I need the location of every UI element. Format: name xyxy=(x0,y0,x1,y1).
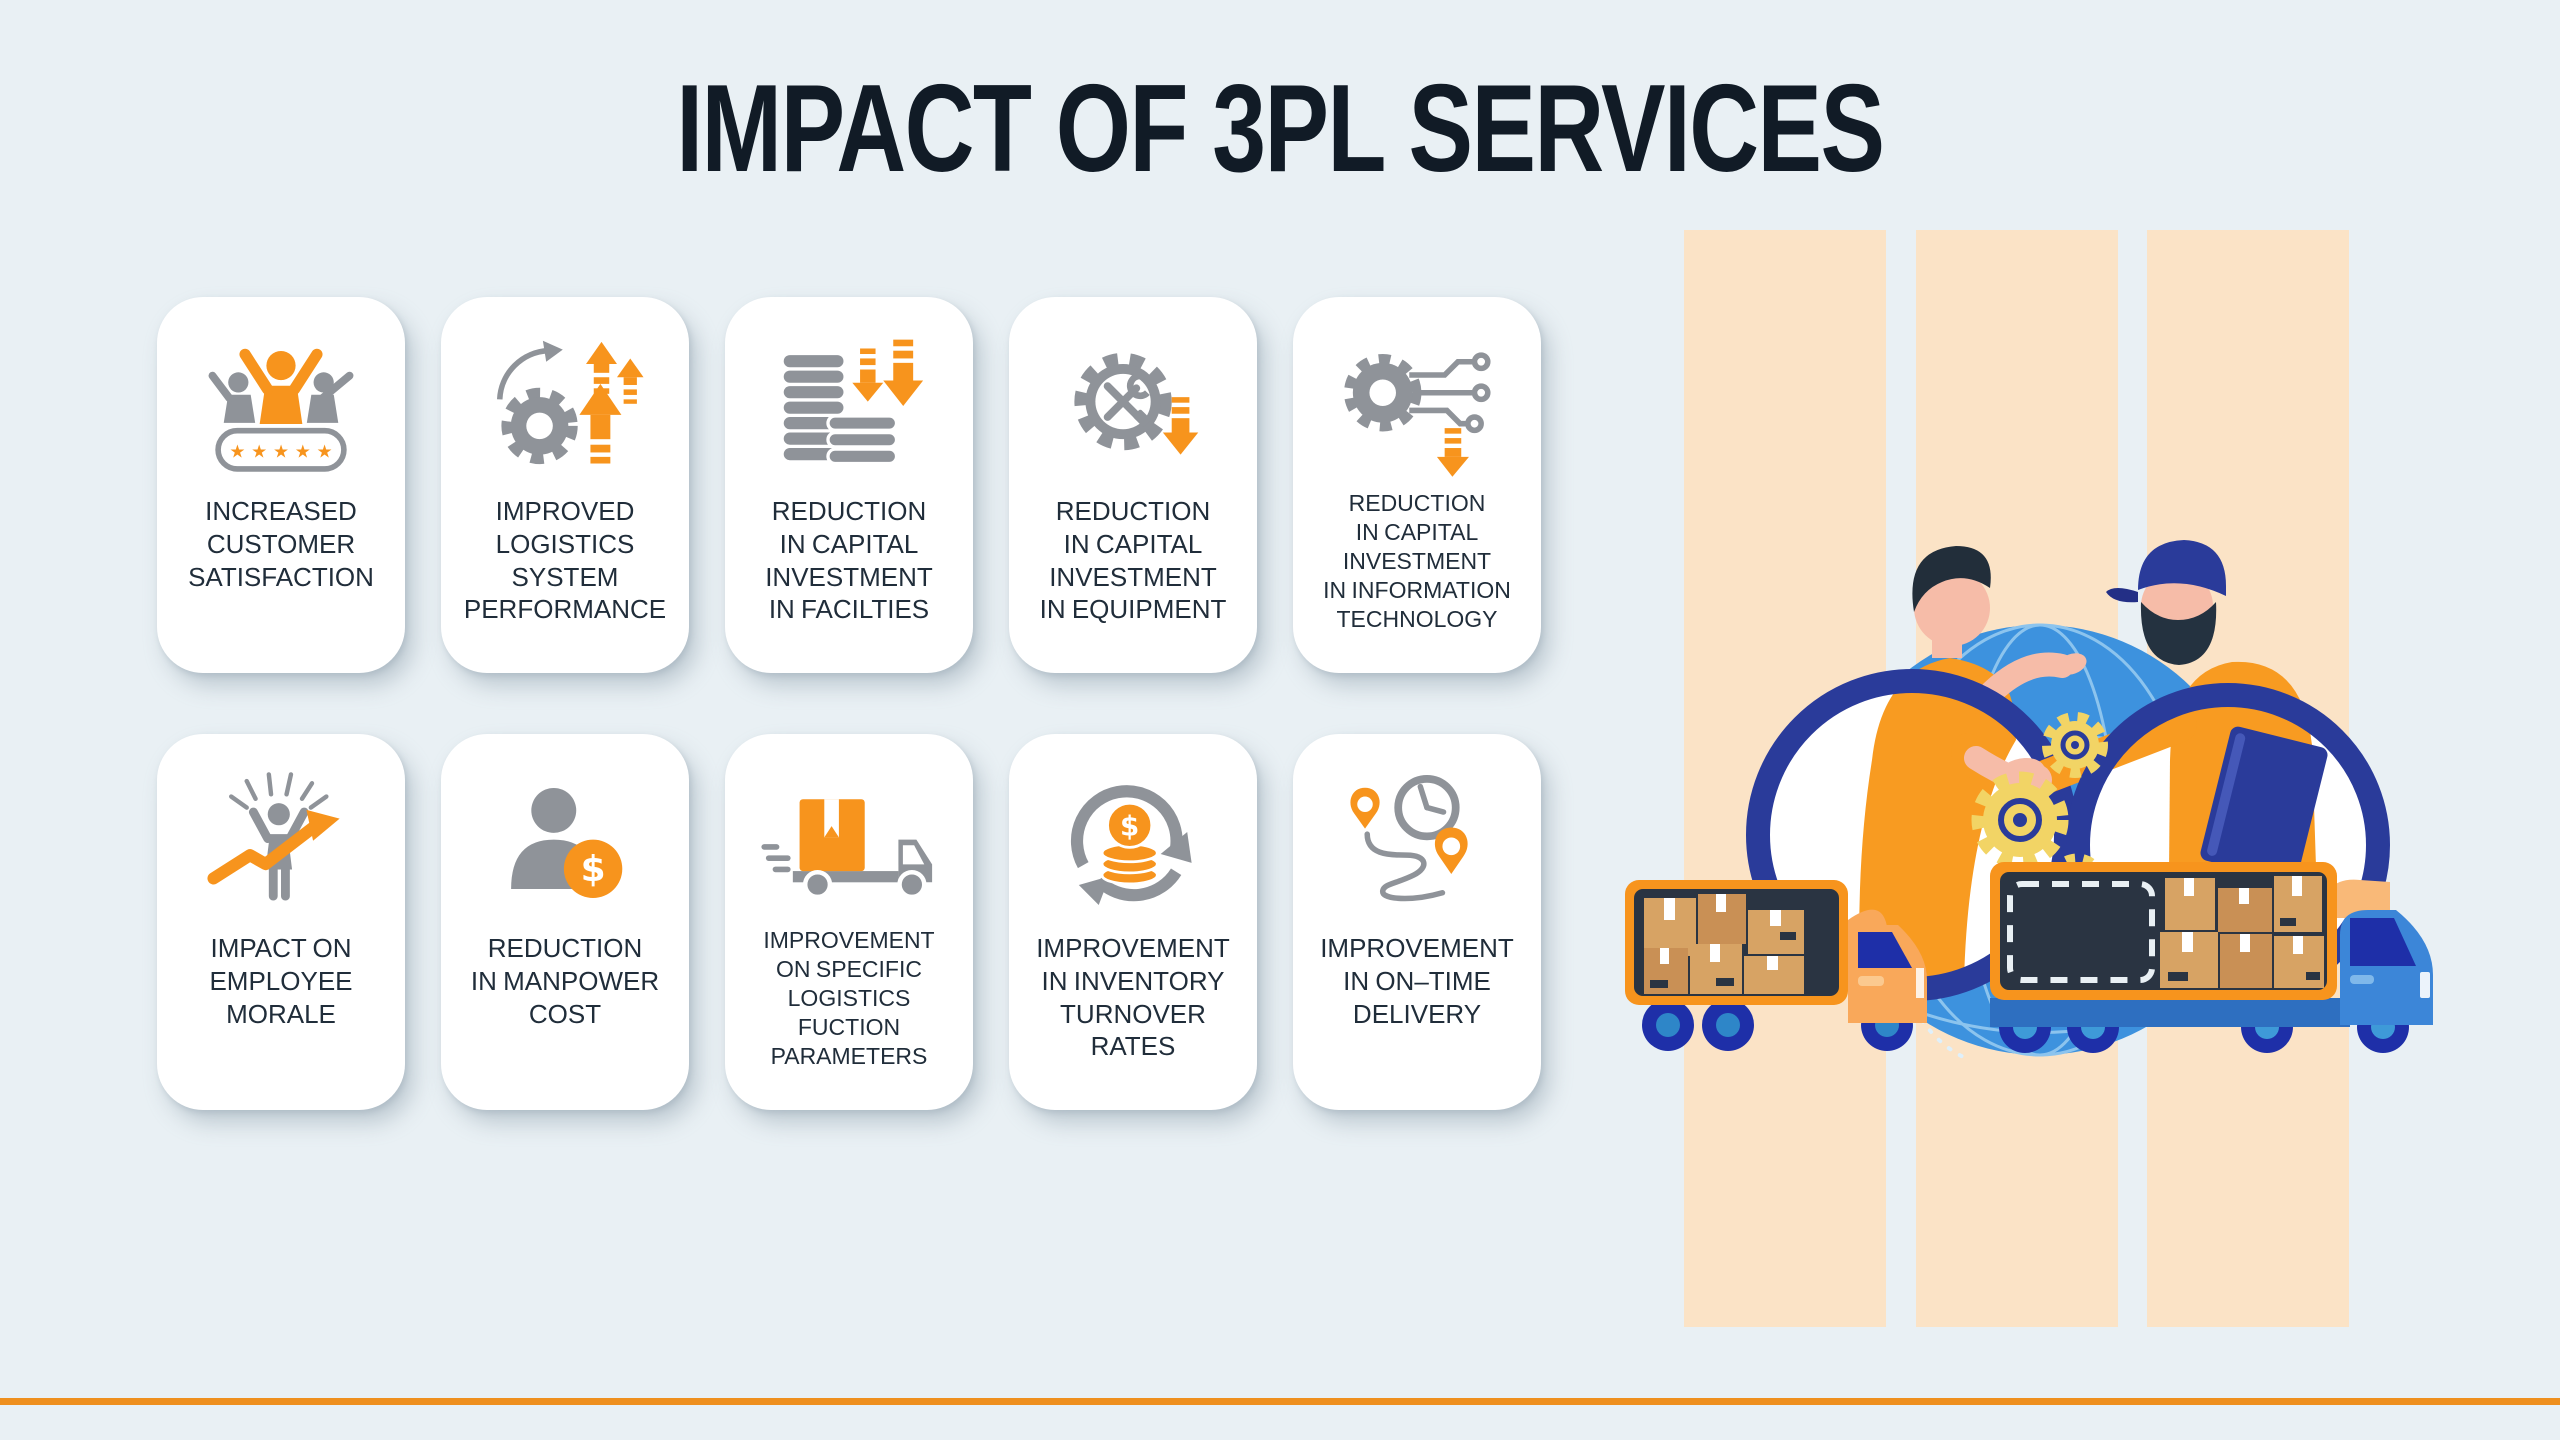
on-time-delivery-icon xyxy=(1350,774,1468,902)
right-truck xyxy=(1990,862,2433,1053)
card-label: IMPACT ON EMPLOYEE MORALE xyxy=(209,933,353,1029)
card-inventory-turnover-rates: $ IMPROVEMENT IN INVENTORY TURNOVER RATE… xyxy=(1009,734,1257,1110)
employee-morale-icon xyxy=(207,772,340,901)
card-label: REDUCTION IN CAPITAL INVESTMENT IN INFOR… xyxy=(1323,490,1511,632)
capital-equipment-icon xyxy=(1074,352,1199,455)
card-capital-investment-equipment: REDUCTION IN CAPITAL INVESTMENT IN EQUIP… xyxy=(1009,297,1257,673)
five-stars: ★ ★ ★ ★ ★ xyxy=(229,442,332,463)
card-improved-logistics-performance: IMPROVED LOGISTICS SYSTEM PERFORMANCE xyxy=(441,297,689,673)
manpower-cost-icon: $ xyxy=(511,787,623,899)
capital-facilities-icon xyxy=(783,339,924,466)
card-label: REDUCTION IN CAPITAL INVESTMENT IN FACIL… xyxy=(765,496,933,625)
card-label: IMPROVEMENT IN ON–TIME DELIVERY xyxy=(1320,933,1514,1029)
card-label: INCREASED CUSTOMER SATISFACTION xyxy=(188,496,374,592)
left-truck xyxy=(1625,880,1927,1051)
card-label: IMPROVEMENT IN INVENTORY TURNOVER RATES xyxy=(1036,933,1230,1062)
card-increased-customer-satisfaction: ★ ★ ★ ★ ★ INCREASED CUSTOMER SATISFACTIO… xyxy=(157,297,405,673)
3pl-partnership-illustration xyxy=(1625,540,2433,1062)
card-label: IMPROVED LOGISTICS SYSTEM PERFORMANCE xyxy=(463,496,667,625)
logistics-performance-icon xyxy=(496,340,644,465)
logistics-function-icon xyxy=(761,799,933,900)
card-capital-investment-facilities: REDUCTION IN CAPITAL INVESTMENT IN FACIL… xyxy=(725,297,973,673)
customer-satisfaction-icon: ★ ★ ★ ★ ★ xyxy=(208,348,354,472)
card-label: REDUCTION IN MANPOWER COST xyxy=(470,933,660,1029)
dollar-glyph: $ xyxy=(1120,809,1139,842)
card-impact-employee-morale: IMPACT ON EMPLOYEE MORALE xyxy=(157,734,405,1110)
card-logistics-function-parameters: IMPROVEMENT ON SPECIFIC LOGISTICS FUCTIO… xyxy=(725,734,973,1110)
card-capital-investment-it: REDUCTION IN CAPITAL INVESTMENT IN INFOR… xyxy=(1293,297,1541,673)
card-label: REDUCTION IN CAPITAL INVESTMENT IN EQUIP… xyxy=(1039,496,1227,625)
dollar-glyph: $ xyxy=(581,849,606,890)
card-on-time-delivery: IMPROVEMENT IN ON–TIME DELIVERY xyxy=(1293,734,1541,1110)
card-label: IMPROVEMENT ON SPECIFIC LOGISTICS FUCTIO… xyxy=(763,927,935,1069)
benefit-cards-grid: ★ ★ ★ ★ ★ INCREASED CUSTOMER SATISFACTIO… xyxy=(157,297,1541,1110)
capital-it-icon xyxy=(1344,352,1491,477)
page-title: IMPACT OF 3PL SERVICES xyxy=(0,64,2560,194)
footer-divider xyxy=(0,1398,2560,1405)
card-reduction-manpower-cost: $ REDUCTION IN MANPOWER COST xyxy=(441,734,689,1110)
page-title-text: IMPACT OF 3PL SERVICES xyxy=(676,60,1885,198)
inventory-turnover-icon: $ xyxy=(1070,785,1192,905)
